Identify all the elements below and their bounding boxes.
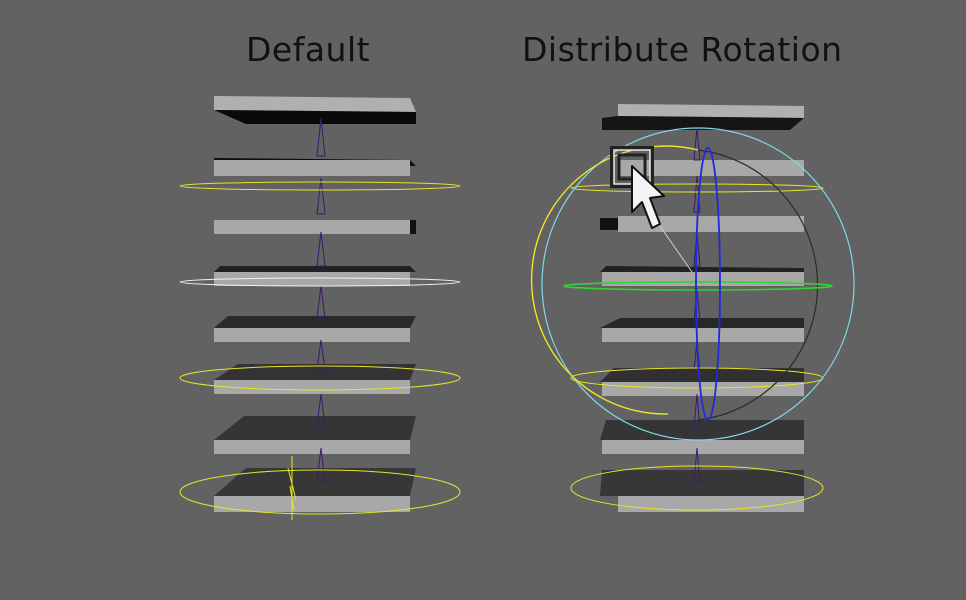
distribute-slab-8[interactable]	[600, 470, 804, 512]
default-slab-6[interactable]	[214, 364, 416, 394]
default-stack[interactable]	[179, 96, 461, 520]
rotate-arcball-back	[697, 149, 819, 421]
distribute-slab-3[interactable]	[600, 216, 804, 232]
default-slab-5[interactable]	[214, 316, 416, 342]
mouse-cursor-icon	[610, 146, 665, 229]
default-slab-3[interactable]	[214, 220, 416, 234]
rotate-z-ring[interactable]	[695, 147, 721, 421]
rotate-screen-ring[interactable]	[541, 127, 855, 441]
distribute-slab-5[interactable]	[600, 318, 804, 342]
distribute-slab-1[interactable]	[602, 104, 804, 130]
default-controllers[interactable]	[179, 181, 461, 520]
distribute-stack[interactable]	[530, 104, 855, 512]
distribute-slab-7[interactable]	[600, 420, 804, 454]
rotate-manipulator[interactable]	[530, 127, 855, 441]
default-joint-chain[interactable]	[316, 117, 326, 483]
rotate-y-ring[interactable]	[530, 145, 699, 415]
label-default: Default	[246, 30, 371, 69]
default-slab-7[interactable]	[214, 416, 416, 454]
default-slab-4[interactable]	[214, 266, 416, 286]
default-slab-2[interactable]	[214, 158, 416, 176]
distribute-slab-6[interactable]	[600, 368, 804, 396]
default-slab-1[interactable]	[214, 96, 416, 124]
default-slab-8[interactable]	[214, 468, 416, 512]
label-distribute-rotation: Distribute Rotation	[522, 30, 843, 69]
rotate-x-ring[interactable]	[563, 281, 833, 291]
